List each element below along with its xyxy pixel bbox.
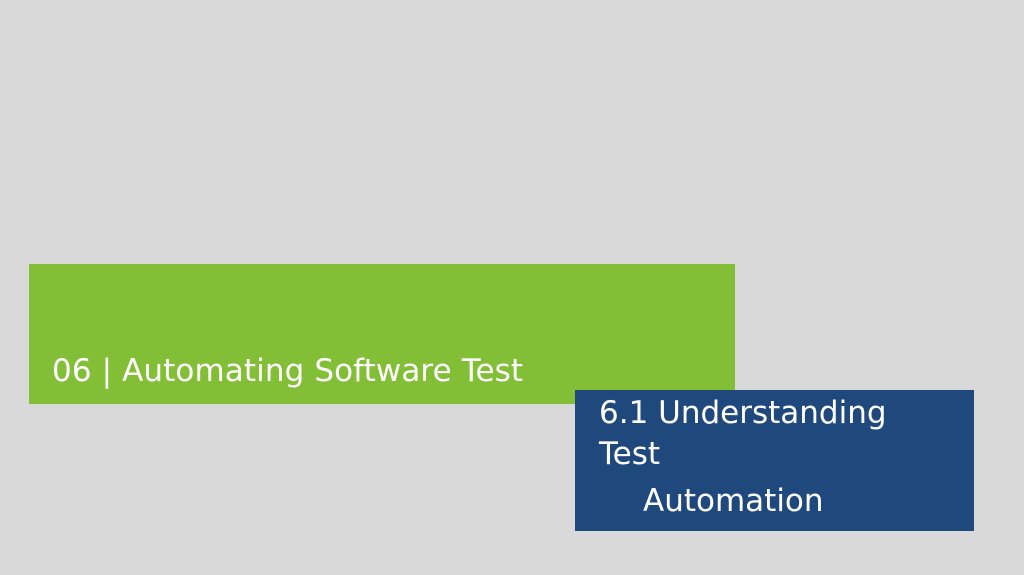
section-title: 6.1 Understanding Test Automation <box>599 393 959 522</box>
section-title-line-1: 6.1 Understanding <box>599 395 887 431</box>
chapter-banner <box>29 264 735 404</box>
section-title-line-2: Test <box>599 436 661 472</box>
section-title-line-3: Automation <box>643 483 824 519</box>
section-banner <box>575 390 974 531</box>
chapter-title: 06 | Automating Software Test <box>52 353 524 389</box>
